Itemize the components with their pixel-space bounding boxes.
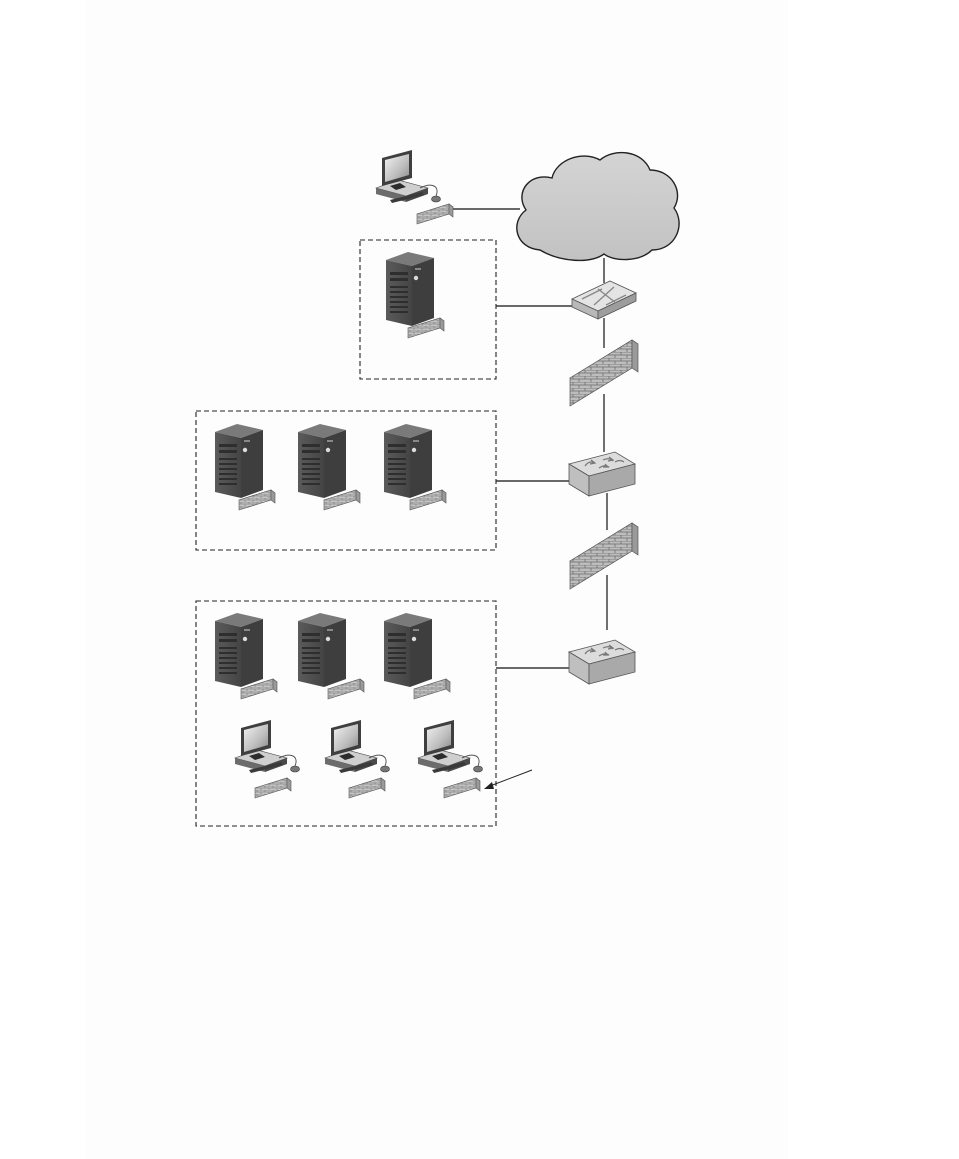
zone-3-server-1-icon (215, 613, 263, 687)
remote-host-firewall-icon (416, 203, 454, 225)
internet-cloud-icon (516, 151, 680, 262)
zone-3-boundary (195, 600, 497, 827)
zone-3-workstation-2-firewall-icon (348, 777, 386, 799)
zone-1-server-icon (386, 252, 434, 326)
zone-3-workstation-3-icon (417, 719, 483, 774)
core-switch-1-icon (568, 451, 636, 497)
zone-1-boundary (359, 239, 497, 380)
zone-2-server-1-icon (215, 424, 263, 498)
zone-2-boundary (195, 410, 497, 551)
zone-3-workstation-3-firewall-icon (443, 777, 481, 799)
perimeter-firewall-2-icon (569, 522, 639, 590)
zone-3-workstation-1-firewall-icon (254, 777, 292, 799)
zone-3-server-2-icon (298, 613, 346, 687)
zone-3-workstation-2-icon (324, 719, 390, 774)
zone-2-server-2-icon (298, 424, 346, 498)
callout-arrow (484, 769, 533, 789)
core-switch-2-icon (568, 639, 636, 685)
router-icon (571, 280, 637, 320)
zone-2-server-3-icon (384, 424, 432, 498)
links (452, 208, 608, 669)
zone-3-workstation-1-icon (234, 719, 300, 774)
zone-3-server-3-icon (384, 613, 432, 687)
remote-workstation-icon (375, 149, 441, 204)
